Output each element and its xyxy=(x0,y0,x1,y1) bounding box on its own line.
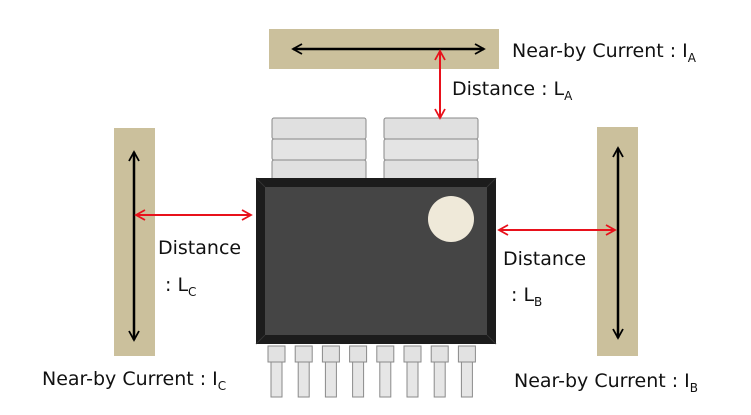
label-distance-b-line2: : LB xyxy=(511,284,542,309)
pin xyxy=(430,345,449,398)
label-distance-c-line1: Distance xyxy=(158,237,241,259)
label-current-a: Near-by Current : IA xyxy=(512,40,697,65)
label-distance-a: Distance : LA xyxy=(452,78,573,103)
pin xyxy=(349,345,368,398)
label-distance-b-line1: Distance xyxy=(503,248,586,270)
pin xyxy=(457,345,476,398)
pin xyxy=(294,345,313,398)
label-current-b: Near-by Current : IB xyxy=(514,370,698,395)
pin xyxy=(376,345,395,398)
heatsink-right xyxy=(383,117,479,181)
heatsink-left xyxy=(271,117,367,181)
ic-package xyxy=(255,177,497,345)
label-distance-c-line2: : LC xyxy=(165,274,196,299)
pin xyxy=(403,345,422,398)
pin xyxy=(321,345,340,398)
pin1-marker xyxy=(428,196,474,242)
label-current-c: Near-by Current : IC xyxy=(42,368,226,393)
ic-pins xyxy=(267,345,476,398)
pin xyxy=(267,345,286,398)
